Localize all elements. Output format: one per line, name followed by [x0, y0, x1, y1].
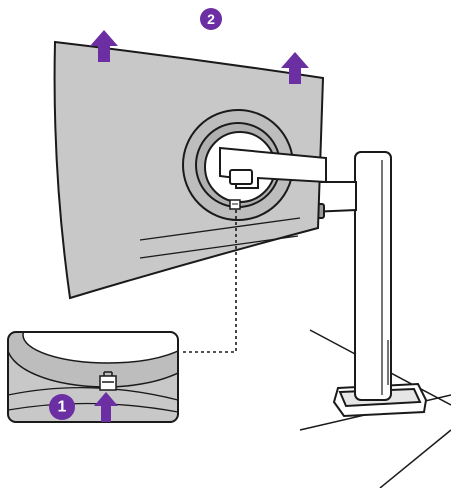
step-2-marker: 2	[200, 8, 222, 30]
step-1-marker: 1	[49, 394, 75, 420]
step-1-number: 1	[58, 399, 67, 416]
stand-column	[355, 152, 391, 400]
step-2-number: 2	[207, 11, 215, 27]
release-button	[230, 200, 240, 209]
